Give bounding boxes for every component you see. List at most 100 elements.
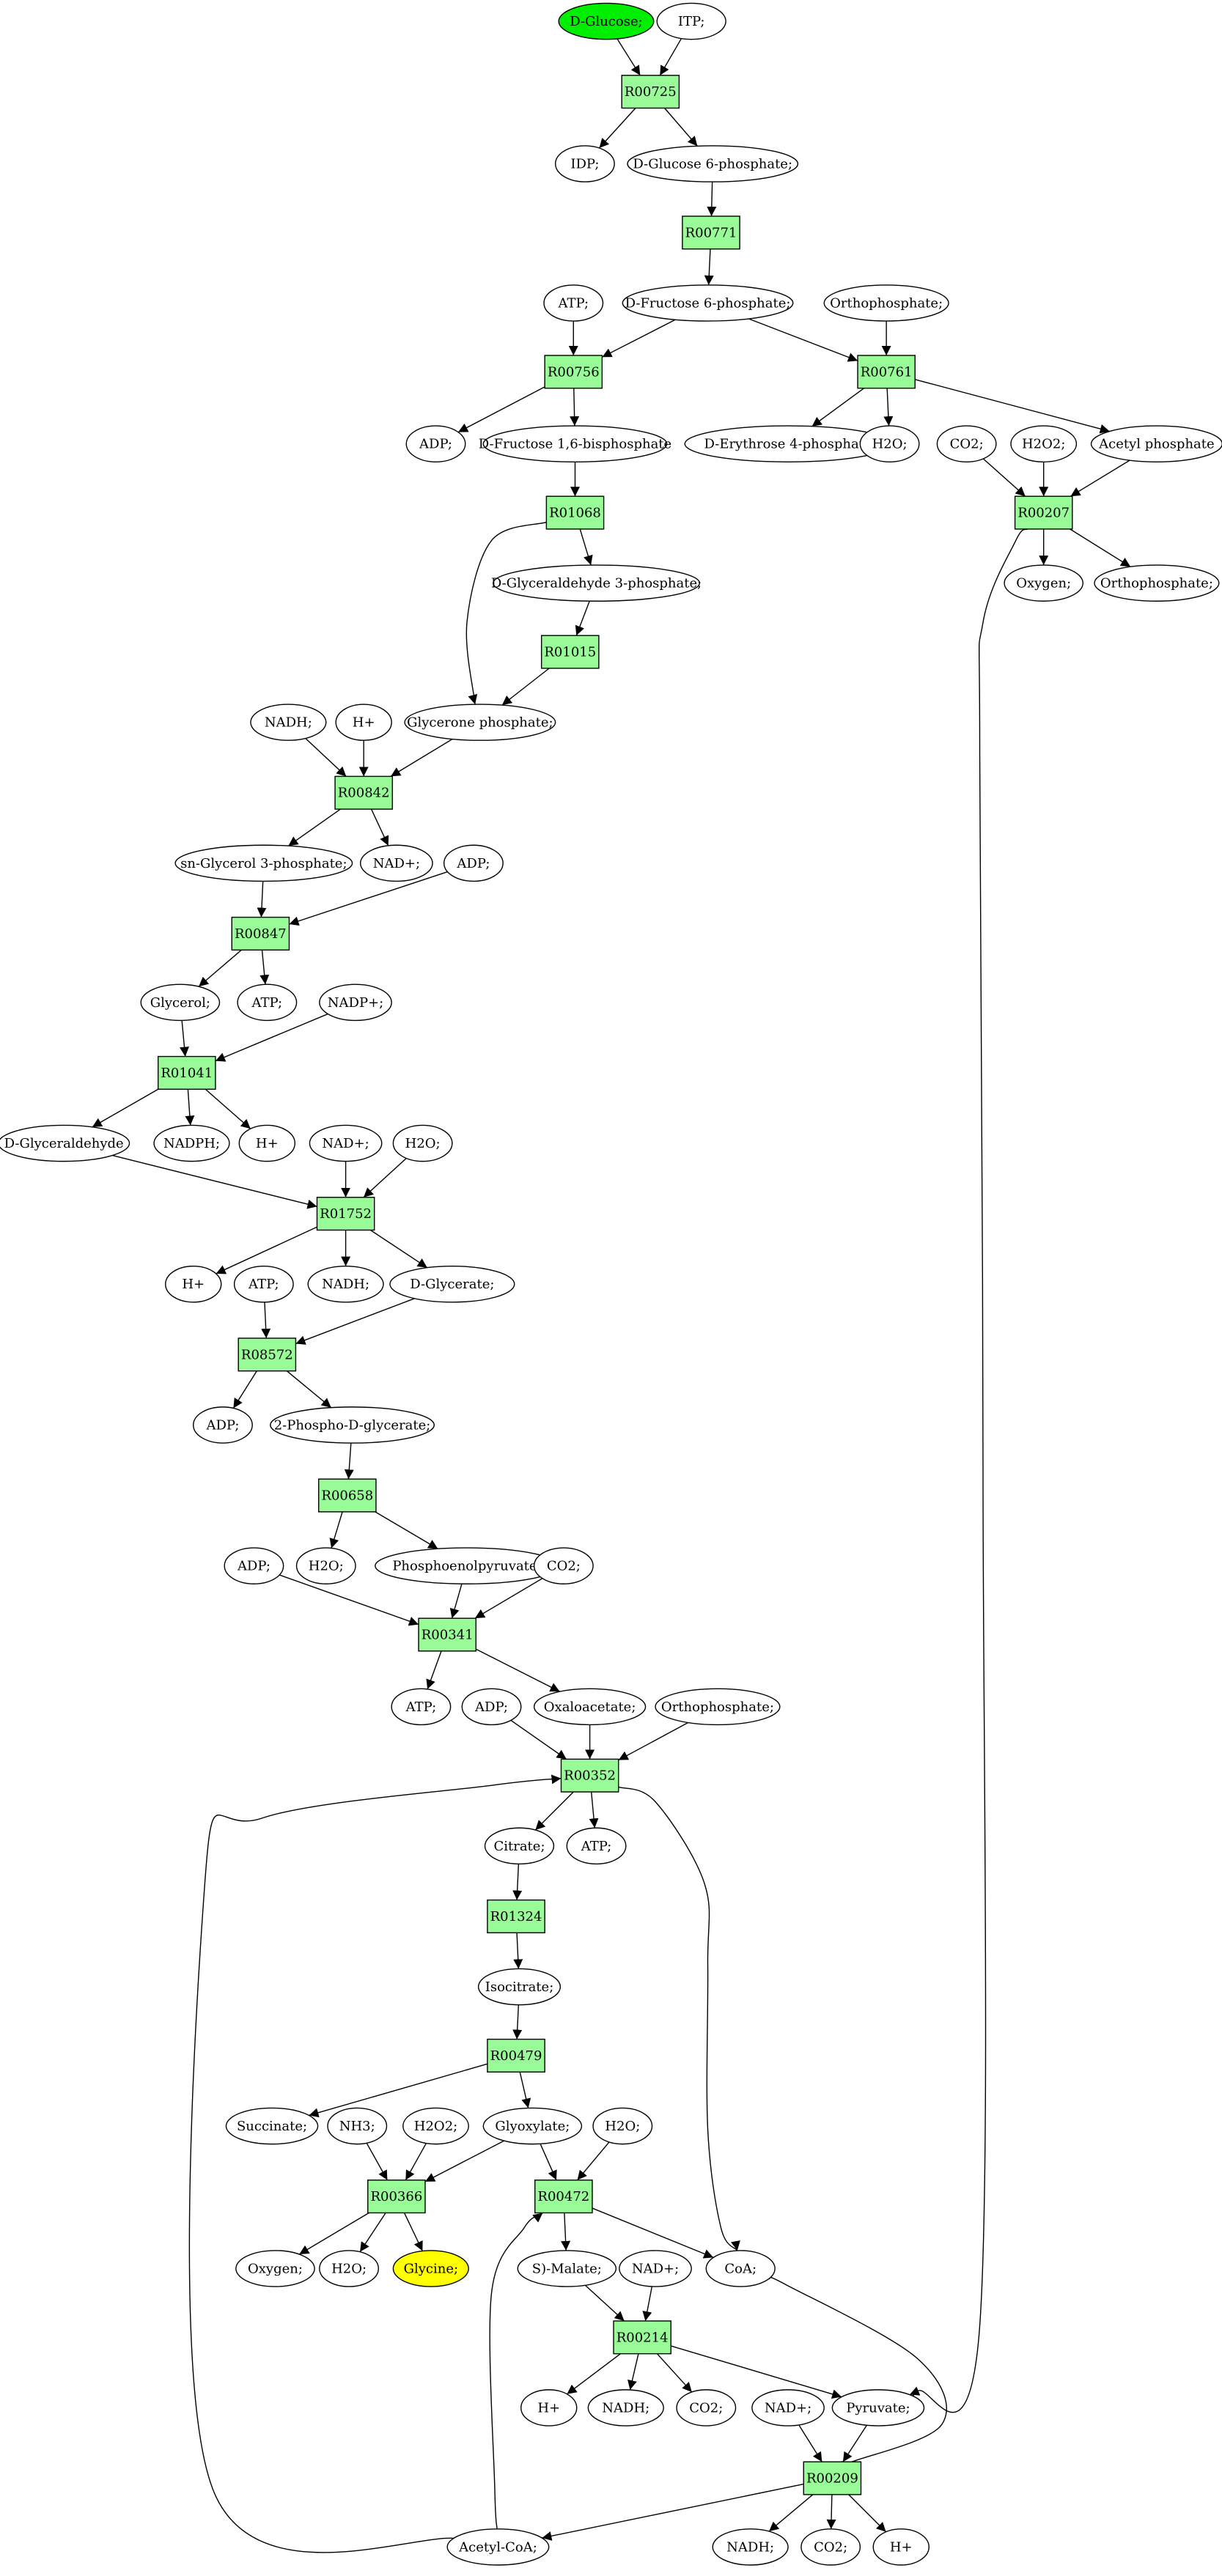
metabolite-label: ATP; [248, 1277, 279, 1292]
reaction-node: R00472 [534, 2180, 593, 2214]
metabolite-ellipse [482, 425, 668, 462]
metabolite-label: NAD+; [632, 2261, 679, 2276]
metabolite-label: ITP; [678, 14, 705, 29]
metabolite-ellipse [477, 1968, 562, 2006]
edge-adp4-to-R00341 [279, 1574, 419, 1626]
metabolite-node: H+ [335, 704, 392, 741]
metabolite-ellipse [543, 284, 604, 322]
metabolite-ellipse [404, 704, 556, 741]
metabolite-ellipse [712, 2528, 789, 2566]
reaction-node: R01015 [540, 635, 600, 669]
metabolite-ellipse [622, 284, 794, 322]
edge-nadpplus-to-R01041 [215, 1013, 328, 1062]
metabolite-node: Glycine; [392, 2250, 469, 2287]
reaction-label: R00366 [370, 2189, 422, 2204]
metabolite-node: 2-Phospho-D-glycerate; [270, 1406, 435, 1444]
reaction-box [367, 2180, 426, 2214]
reaction-box [238, 1337, 297, 1372]
metabolite-ellipse [520, 2389, 578, 2426]
metabolite-ellipse [391, 1688, 452, 1726]
metabolite-label: Citrate; [493, 1839, 545, 1854]
metabolite-label: D-Glycerate; [410, 1277, 494, 1292]
metabolite-node: D-Fructose 6-phosphate; [622, 284, 794, 322]
edge-orthophos3-to-R00352 [618, 1721, 689, 1761]
edge-pep-to-R00341 [449, 1584, 463, 1619]
edge-R01752-to-dglycerate [369, 1229, 428, 1269]
metabolite-label: H2O; [309, 1559, 344, 1574]
reaction-label: R01752 [320, 1206, 372, 1222]
metabolite-node: NADH; [250, 704, 327, 741]
metabolite-node: H+ [238, 1124, 295, 1162]
metabolite-node: NADP+; [319, 983, 392, 1022]
reaction-node: R00847 [231, 916, 290, 951]
reaction-node: R01068 [545, 495, 605, 530]
metabolite-ellipse [270, 1406, 435, 1444]
edge-R01324-to-isocitrate [513, 1933, 523, 1969]
metabolite-node: NADH; [712, 2528, 789, 2566]
metabolite-label: NADPH; [163, 1136, 220, 1151]
reaction-node: R00207 [1014, 495, 1073, 530]
edge-R00756-to-adp1 [457, 386, 545, 433]
metabolite-label: Oxaloacetate; [544, 1700, 636, 1715]
metabolite-label: ADP; [419, 437, 452, 452]
edge-R00479-to-glyoxylate [519, 2072, 531, 2108]
reaction-label: R00725 [625, 84, 677, 100]
metabolite-label: ATP; [557, 295, 589, 311]
edge-R01752-to-hplus3 [216, 1226, 317, 1274]
edge-glyoxylate-to-R00366 [424, 2140, 504, 2182]
edge-f6p-to-R00756 [602, 319, 676, 358]
metabolite-ellipse [627, 145, 799, 182]
reaction-label: R00207 [1017, 506, 1070, 521]
metabolite-ellipse [533, 1688, 647, 1726]
metabolite-node: H2O; [319, 2250, 379, 2287]
metabolite-node: D-Glucose 6-phosphate; [627, 145, 799, 182]
metabolite-label: D-Fructose 1,6-bisphosphate [479, 437, 671, 452]
metabolite-ellipse [233, 1265, 294, 1303]
metabolite-node: CO2; [800, 2528, 861, 2566]
reaction-node: R00479 [487, 2038, 545, 2073]
reaction-label: R01015 [544, 645, 596, 660]
edge-R00756-to-fbp [570, 388, 580, 427]
metabolite-ellipse [676, 2389, 737, 2426]
metabolite-node: ATP; [233, 1265, 294, 1303]
edge-R00341-to-atp4 [426, 1650, 442, 1690]
reaction-box [545, 495, 605, 530]
metabolite-ellipse [193, 1406, 253, 1444]
metabolite-ellipse [800, 2528, 861, 2566]
edge-R00761-to-acetylp [915, 379, 1110, 434]
edge-R00352-to-citrate [534, 1791, 574, 1831]
metabolite-node: Pyruvate; [831, 2389, 925, 2426]
metabolite-node: ADP; [443, 844, 504, 882]
metabolite-node: NAD+; [619, 2250, 692, 2287]
edge-R01068-to-g3p [579, 528, 593, 566]
metabolite-node: ATP; [566, 1827, 627, 1865]
metabolite-ellipse [872, 2528, 930, 2566]
metabolite-label: Glycerol; [150, 995, 210, 1011]
edge-isocitrate-to-R00479 [512, 2004, 523, 2040]
metabolite-ellipse [446, 2528, 550, 2566]
metabolite-label: H2O; [405, 1136, 441, 1151]
metabolite-label: Isocitrate; [485, 1979, 554, 1995]
metabolite-node: CoA; [705, 2250, 776, 2287]
metabolite-ellipse [831, 2389, 925, 2426]
metabolite-node: ADP; [224, 1547, 284, 1584]
metabolite-node: NAD+; [309, 1124, 383, 1162]
metabolite-label: sn-Glycerol 3-phosphate; [180, 856, 347, 871]
edge-R00352-to-coa [618, 1786, 745, 2253]
metabolite-node: Orthophosphate; [1094, 564, 1220, 602]
reaction-node: R00658 [318, 1478, 377, 1513]
edge-R00847-to-atp2 [260, 950, 270, 985]
reaction-box [803, 2461, 862, 2495]
metabolite-label: H2O2; [1022, 437, 1065, 452]
metabolite-label: D-Glucose; [570, 14, 642, 29]
metabolite-ellipse [1004, 564, 1084, 602]
reaction-box [682, 215, 740, 250]
edge-R01041-to-nadph [185, 1089, 195, 1126]
metabolite-label: D-Glucose 6-phosphate; [633, 157, 792, 172]
edge-R00725-to-g6p [664, 108, 698, 147]
reaction-label: R01324 [490, 1909, 542, 1924]
metabolite-ellipse [859, 425, 920, 462]
metabolite-ellipse [1010, 425, 1078, 462]
edge-g6p-to-R00771 [707, 182, 717, 217]
metabolite-label: D-Glyceraldehyde [4, 1136, 124, 1151]
